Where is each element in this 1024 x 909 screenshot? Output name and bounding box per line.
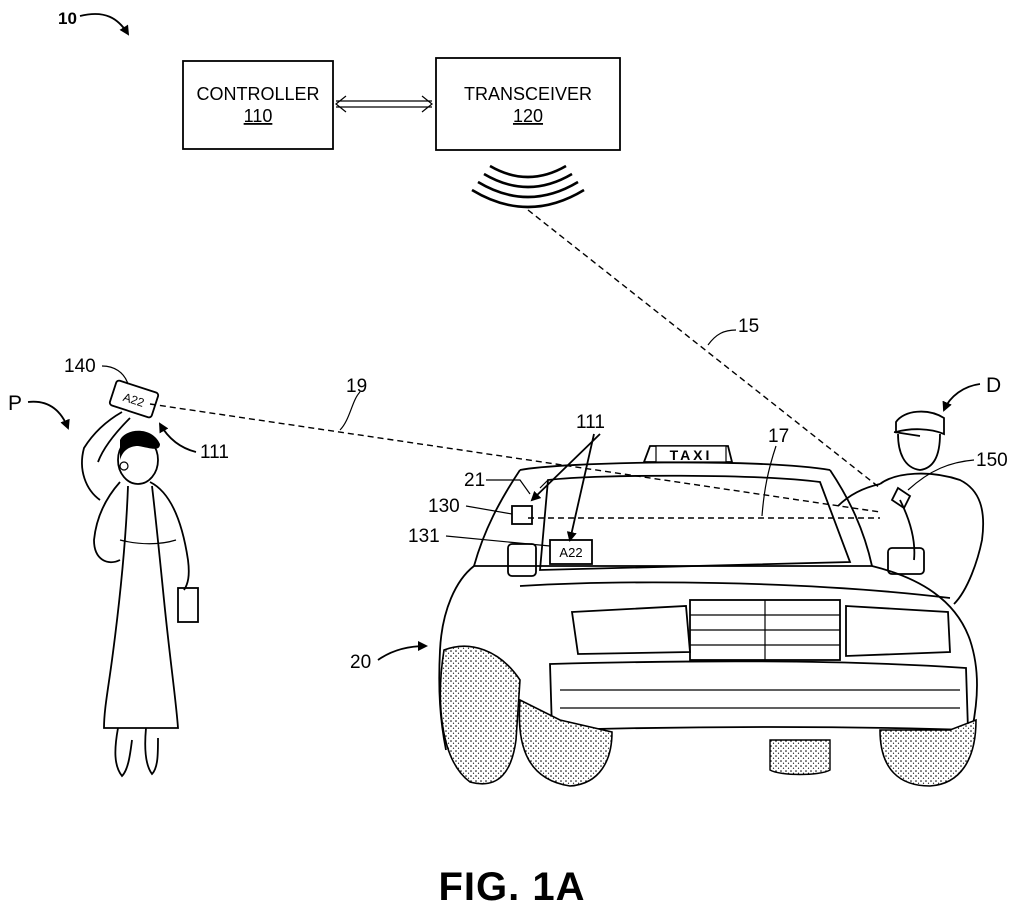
driver-shirt-front — [900, 500, 914, 560]
controller-label: CONTROLLER — [196, 84, 319, 104]
ref-15-leader — [708, 330, 736, 345]
figure-ref-label: 10 — [58, 9, 77, 28]
ref-130-label: 130 — [428, 496, 460, 517]
figure-ref-arrow — [80, 14, 128, 34]
passenger-earring — [120, 462, 128, 470]
taxi-wheel-left — [440, 646, 520, 784]
taxi-headlight-right — [846, 606, 950, 656]
passenger-foot-right — [145, 728, 158, 774]
passenger-label: P — [8, 392, 22, 415]
taxi-wheel-rear — [770, 740, 830, 775]
ref-150-label: 150 — [976, 450, 1008, 471]
ref-131-label: 131 — [408, 526, 440, 547]
figure-caption: FIG. 1A — [438, 865, 585, 909]
ref-17-label: 17 — [768, 426, 789, 447]
link-arrow-right — [422, 96, 432, 112]
transceiver-rect — [436, 58, 620, 150]
passenger-figure: P A22 140 111 — [8, 356, 229, 776]
ref-19-label: 19 — [346, 376, 367, 397]
ref-19-leader — [340, 392, 360, 430]
ref-15-label: 15 — [738, 316, 759, 337]
vehicle-refs: 111 21 130 131 20 — [350, 412, 605, 673]
passenger-jacket-hem — [120, 540, 176, 544]
passenger-dress — [104, 486, 178, 728]
taxi-sign: TAXI — [644, 446, 732, 463]
taxi-vehicle: TAXI A22 — [439, 446, 977, 786]
ref-17: 17 — [762, 426, 789, 516]
transceiver-ref: 120 — [513, 106, 543, 126]
display-131-plate: A22 — [559, 545, 582, 560]
ref-20-arrow — [378, 646, 426, 660]
ref-111-passenger-arrow — [160, 424, 196, 452]
signal-waves-icon — [472, 166, 584, 207]
ref-111-passenger-label: 111 — [200, 442, 229, 463]
taxi-sign-text: TAXI — [670, 447, 713, 463]
driver-head — [898, 434, 940, 470]
driver-arrow — [944, 384, 980, 410]
transceiver-label: TRANSCEIVER — [464, 84, 592, 104]
ref-21-label: 21 — [464, 470, 485, 491]
controller-box: CONTROLLER 110 — [183, 61, 333, 149]
ref-17-leader — [762, 446, 776, 516]
ref-20-label: 20 — [350, 652, 371, 673]
taxi-wheel-front-right — [880, 720, 976, 786]
ref-21-leader — [486, 480, 530, 494]
ref-111-top-label: 111 — [576, 412, 605, 433]
passenger-device: A22 — [109, 380, 159, 418]
driver-figure: D 150 — [838, 374, 1008, 604]
ref-131-leader — [446, 536, 550, 546]
passenger-hair — [120, 431, 160, 460]
passenger-arm-right — [150, 482, 189, 590]
controller-transceiver-link — [336, 96, 432, 112]
driver-device — [892, 488, 910, 508]
controller-ref: 110 — [244, 106, 273, 126]
figure-ref-10: 10 — [58, 9, 128, 34]
display-130 — [512, 506, 532, 524]
ref-15: 15 — [708, 316, 759, 345]
passenger-device-plate: A22 — [121, 390, 146, 410]
taxi-bumper — [550, 661, 968, 730]
passenger-jacket-left — [94, 482, 120, 562]
taxi-hood-line — [520, 582, 950, 598]
driver-cap — [896, 412, 944, 434]
link-arrow-left — [336, 96, 346, 112]
link-19-line — [150, 404, 880, 512]
taxi-mirror-right — [888, 548, 924, 574]
taxi-body-right — [872, 566, 977, 730]
ref-19: 19 — [340, 376, 367, 430]
driver-label: D — [986, 374, 1001, 397]
passenger-purse — [178, 588, 198, 622]
taxi-headlight-left — [572, 606, 690, 654]
transceiver-box: TRANSCEIVER 120 — [436, 58, 620, 150]
taxi-mirror-left — [508, 544, 536, 576]
taxi-wheel-front-left — [519, 700, 612, 786]
ref-130-leader — [466, 506, 512, 514]
ref-111-arrow-1 — [570, 434, 594, 540]
controller-rect — [183, 61, 333, 149]
passenger-arrow — [28, 402, 68, 428]
ref-140-label: 140 — [64, 356, 96, 377]
passenger-foot-left — [115, 728, 132, 776]
taxi-windshield — [540, 476, 850, 570]
